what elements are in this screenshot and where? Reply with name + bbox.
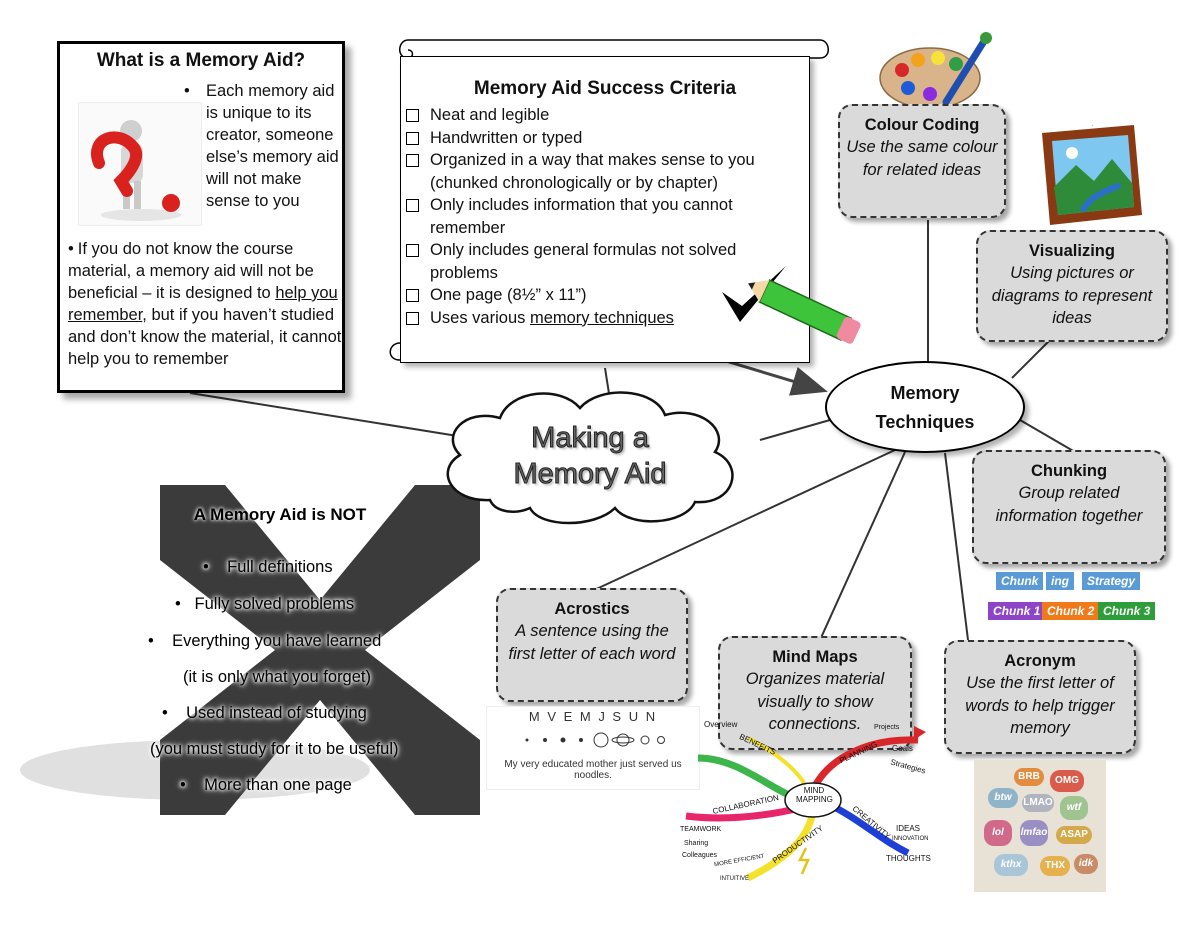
- checkbox-icon: [406, 244, 419, 257]
- landscape-picture-icon: [1042, 125, 1142, 225]
- question-mark-figure-icon: [78, 102, 202, 226]
- card-colour-coding: Colour Coding Use the same colour for re…: [838, 104, 1006, 218]
- acronym-image: BRB OMG btw LMAO wtf lol lmfao ASAP kthx…: [974, 760, 1106, 892]
- not-item: • Everything you have learned: [148, 632, 382, 650]
- card-chunking: Chunking Group related information toget…: [972, 450, 1166, 564]
- card-acronym: Acronym Use the first letter of words to…: [944, 640, 1136, 754]
- chunking-image: Chunk ing Strategy Chunk 1 Chunk 2 Chunk…: [988, 570, 1164, 626]
- criteria-item: One page (8½” x 11”): [400, 284, 800, 307]
- memory-techniques-text: memory techniques: [529, 308, 674, 327]
- help-you-remember-text: help you remember: [68, 284, 338, 324]
- link-center-to-hub: [759, 419, 831, 441]
- card-acrostics: Acrostics A sentence using the first let…: [496, 588, 688, 702]
- link-hub-to-acronym: [944, 452, 969, 641]
- not-item: • Used instead of studying: [162, 704, 367, 722]
- what-is-bullet-1: • Each memory aid is unique to its creat…: [184, 82, 339, 210]
- mind-map-image: MIND MAPPING BENEFITS PLANNING CREATIVIT…: [678, 718, 948, 896]
- memory-techniques-hub: Memory Techniques: [825, 361, 1025, 453]
- not-item: • Full definitions: [203, 558, 333, 576]
- what-is-bullet-2: •If you do not know the course material,…: [68, 240, 342, 368]
- card-mind-maps: Mind Maps Organizes material visually to…: [718, 636, 912, 750]
- checkbox-icon: [406, 311, 419, 325]
- criteria-title: Memory Aid Success Criteria: [473, 78, 737, 99]
- criteria-item: Neat and legible: [400, 104, 800, 127]
- criteria-item: Handwritten or typed: [400, 127, 800, 150]
- checkmark-pencil-icon: [722, 266, 861, 344]
- not-item-continued: (you must study for it to be useful): [150, 740, 399, 758]
- criteria-item: Organized in a way that makes sense to y…: [400, 149, 800, 194]
- criteria-item: Only includes information that you canno…: [400, 194, 800, 239]
- success-criteria-scroll: Memory Aid Success Criteria Neat and leg…: [380, 38, 832, 368]
- scroll-frame: [389, 39, 829, 361]
- mind-map-drawing: [685, 726, 926, 882]
- what-is-memory-aid-box: What is a Memory Aid? • Each memory aid …: [57, 41, 345, 393]
- link-hub-to-acrostics: [589, 449, 896, 593]
- not-x-shape: [20, 485, 480, 815]
- not-item: • More than one page: [180, 776, 352, 794]
- bullet-dot: •: [68, 240, 74, 258]
- acrostic-image: M V E M J S U N My very educated mother …: [486, 706, 700, 790]
- center-title: Making a Memory Aid: [513, 422, 667, 491]
- criteria-item: Uses various memory techniques: [400, 307, 800, 330]
- link-hub-to-chunk: [1019, 419, 1076, 453]
- not-section-title: A Memory Aid is NOT: [193, 505, 367, 524]
- checkbox-icon: [406, 131, 419, 145]
- criteria-item: Only includes general formulas not solve…: [400, 239, 800, 284]
- planets-icon: [525, 732, 665, 748]
- link-what-to-center: [189, 392, 471, 439]
- bullet-dot: •: [184, 82, 190, 100]
- link-hub-to-visual: [1011, 334, 1056, 379]
- checkbox-icon: [406, 154, 419, 167]
- not-item: • Fully solved problems: [175, 595, 355, 613]
- link-hub-to-mindmaps: [819, 451, 906, 641]
- what-is-title: What is a Memory Aid?: [96, 50, 306, 71]
- center-cloud: [446, 391, 734, 525]
- checkbox-icon: [406, 289, 419, 302]
- card-visualizing: Visualizing Using pictures or diagrams t…: [976, 230, 1168, 342]
- checkbox-icon: [406, 199, 419, 212]
- not-item-continued: (it is only what you forget): [183, 668, 371, 686]
- checkbox-icon: [406, 109, 419, 122]
- criteria-list: Neat and legible Handwritten or typed Or…: [400, 104, 800, 329]
- paint-palette-icon: [879, 32, 992, 109]
